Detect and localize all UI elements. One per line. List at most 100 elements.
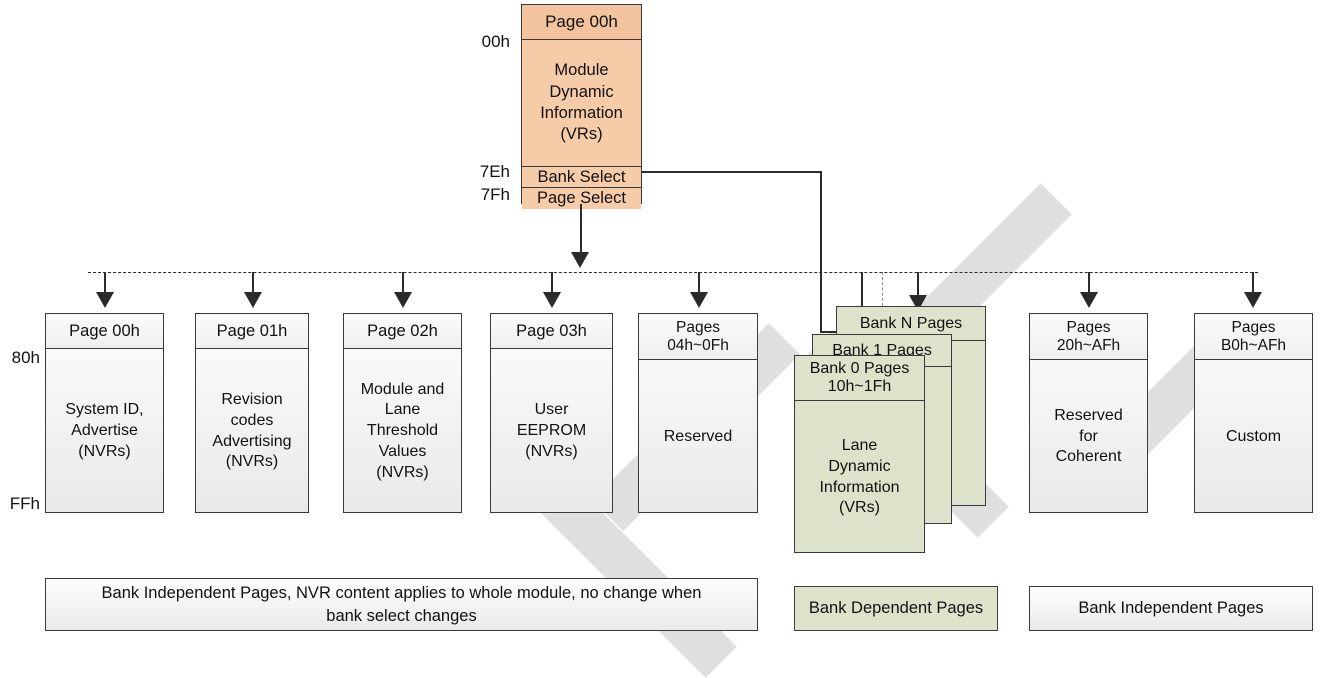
bus-drop-arrow [1080, 292, 1098, 308]
page-block-header-text: Pages 04h~0Fh [667, 319, 729, 354]
bus-drop-arrow [244, 292, 262, 308]
bus-drop-line [402, 272, 404, 294]
page-00h-module-block[interactable]: Page 00h Module Dynamic Information (VRs… [521, 4, 642, 209]
bus-drop-arrow [690, 292, 708, 308]
body-line: (NVRs) [78, 442, 131, 460]
body-line: Values [378, 442, 427, 460]
body-line: Revision [221, 390, 283, 408]
body-line: EEPROM [516, 422, 587, 440]
legend-bank-independent-long: Bank Independent Pages, NVR content appl… [45, 578, 758, 631]
bus-drop-arrow [1244, 292, 1262, 308]
page-block-body: Custom [1225, 427, 1282, 445]
bank-block-0[interactable]: Bank 0 Pages 10h~1Fh Lane Dynamic Inform… [794, 355, 925, 553]
header-line: Pages [676, 319, 720, 337]
page-block-body: System ID, Advertise (NVRs) [46, 349, 163, 514]
body-line: (VRs) [839, 499, 880, 517]
bank-select-connector-h2 [820, 331, 842, 333]
page-00h-header: Page 00h [522, 5, 641, 40]
address-label-7Eh: 7Eh [479, 162, 510, 181]
body-line: Dynamic [828, 457, 891, 475]
page-block-body-text: User EEPROM (NVRs) [517, 400, 586, 462]
bus-drop-line [1088, 272, 1090, 294]
page-block-02h[interactable]: Page 02h Module and Lane Threshold Value… [343, 313, 462, 513]
bank-select-register[interactable]: Bank Select [522, 166, 641, 187]
bus-drop-arrow [394, 292, 412, 308]
bus-drop-arrow [543, 292, 561, 308]
body-line: for [1079, 427, 1098, 445]
body-line: Information [819, 478, 900, 496]
page-block-header: Pages 04h~0Fh [639, 314, 757, 360]
page-block-body: Reserved for Coherent [1030, 360, 1147, 514]
body-line: Threshold [366, 422, 439, 440]
page-distribution-bus [88, 272, 1258, 273]
body-line: Advertising [212, 432, 292, 450]
bus-drop-line [551, 272, 553, 294]
body-line: codes [230, 411, 274, 429]
page-block-header: Page 02h [344, 314, 461, 349]
page-00h-body: Module Dynamic Information (VRs) [522, 40, 641, 166]
page-block-body-text: Revision codes Advertising (NVRs) [212, 390, 291, 473]
page-block-header: Pages 20h~AFh [1030, 314, 1147, 360]
page-block-04h-0Fh[interactable]: Pages 04h~0Fh Reserved [638, 313, 758, 513]
body-line: (NVRs) [225, 453, 279, 471]
bus-drop-line [698, 272, 700, 294]
header-line: 10h~1Fh [827, 378, 892, 395]
page-block-body: Reserved [663, 427, 733, 445]
bank-block-body-text: Lane Dynamic Information (VRs) [819, 436, 899, 519]
page-block-body-text: Module and Lane Threshold Values (NVRs) [361, 380, 445, 484]
body-line: Lane [841, 436, 878, 454]
legend-line: Bank Independent Pages, NVR content appl… [101, 584, 702, 603]
page-00h-body-text: Module Dynamic Information (VRs) [540, 60, 623, 146]
page-block-header: Page 01h [196, 314, 308, 349]
legend-bank-independent-short: Bank Independent Pages [1029, 586, 1313, 631]
body-line: Dynamic [549, 82, 614, 101]
page-select-arrow-head [571, 252, 589, 268]
body-line: Module and [360, 380, 445, 398]
body-line: Reserved [1054, 406, 1123, 424]
address-label-00h: 00h [481, 32, 510, 51]
header-line: Pages [1066, 319, 1111, 337]
bank-block-header-text: Bank 0 Pages 10h~1Fh [810, 360, 910, 396]
page-block-03h[interactable]: Page 03h User EEPROM (NVRs) [490, 313, 613, 513]
page-select-connector-line [580, 204, 582, 254]
bus-drop-line [252, 272, 254, 294]
header-line: B0h~AFh [1220, 336, 1287, 354]
body-line: Coherent [1055, 448, 1122, 466]
body-line: Module [554, 61, 609, 80]
page-block-01h[interactable]: Page 01h Revision codes Advertising (NVR… [195, 313, 309, 513]
page-block-20h-AFh[interactable]: Pages 20h~AFh Reserved for Coherent [1029, 313, 1148, 513]
bank-select-connector-v [820, 171, 822, 332]
bus-drop-line [104, 272, 106, 294]
body-line: Information [540, 104, 623, 122]
header-line: 04h~0Fh [667, 336, 729, 354]
body-line: User [534, 401, 569, 419]
page-block-B0h-AFh[interactable]: Pages B0h~AFh Custom [1194, 313, 1313, 513]
bank-block-body: Lane Dynamic Information (VRs) [795, 401, 924, 554]
page-block-header: Pages B0h~AFh [1195, 314, 1312, 360]
diagram-canvas: 00h 7Eh 7Fh Page 00h Module Dynamic Info… [9, 4, 1313, 678]
page-block-body-text: System ID, Advertise (NVRs) [65, 400, 143, 462]
body-line: (VRs) [560, 125, 603, 144]
page-block-header-text: Pages 20h~AFh [1057, 319, 1120, 354]
header-line: 20h~AFh [1056, 336, 1121, 354]
address-label-7Fh: 7Fh [480, 185, 510, 204]
body-line: Advertise [71, 422, 138, 440]
body-line: System ID, [65, 401, 144, 419]
page-block-header: Page 03h [491, 314, 612, 349]
legend-bank-dependent: Bank Dependent Pages [794, 586, 998, 631]
header-line: Bank 0 Pages [809, 360, 910, 378]
page-select-register[interactable]: Page Select [522, 187, 641, 209]
body-line: (NVRs) [376, 463, 429, 481]
page-block-body: Module and Lane Threshold Values (NVRs) [344, 349, 461, 514]
body-line: (NVRs) [525, 442, 578, 460]
header-line: Pages [1231, 319, 1276, 337]
legend-line: bank select changes [326, 606, 477, 625]
bank-select-connector-h [641, 171, 821, 173]
page-block-body: Revision codes Advertising (NVRs) [196, 349, 308, 514]
legend-long-text: Bank Independent Pages, NVR content appl… [102, 582, 702, 627]
bus-drop-line-bankn [917, 272, 919, 297]
bank-block-header: Bank 0 Pages 10h~1Fh [795, 356, 924, 401]
page-block-header: Page 00h [46, 314, 163, 349]
page-block-00h[interactable]: Page 00h System ID, Advertise (NVRs) [45, 313, 164, 513]
address-label-FFh: FFh [9, 494, 40, 513]
